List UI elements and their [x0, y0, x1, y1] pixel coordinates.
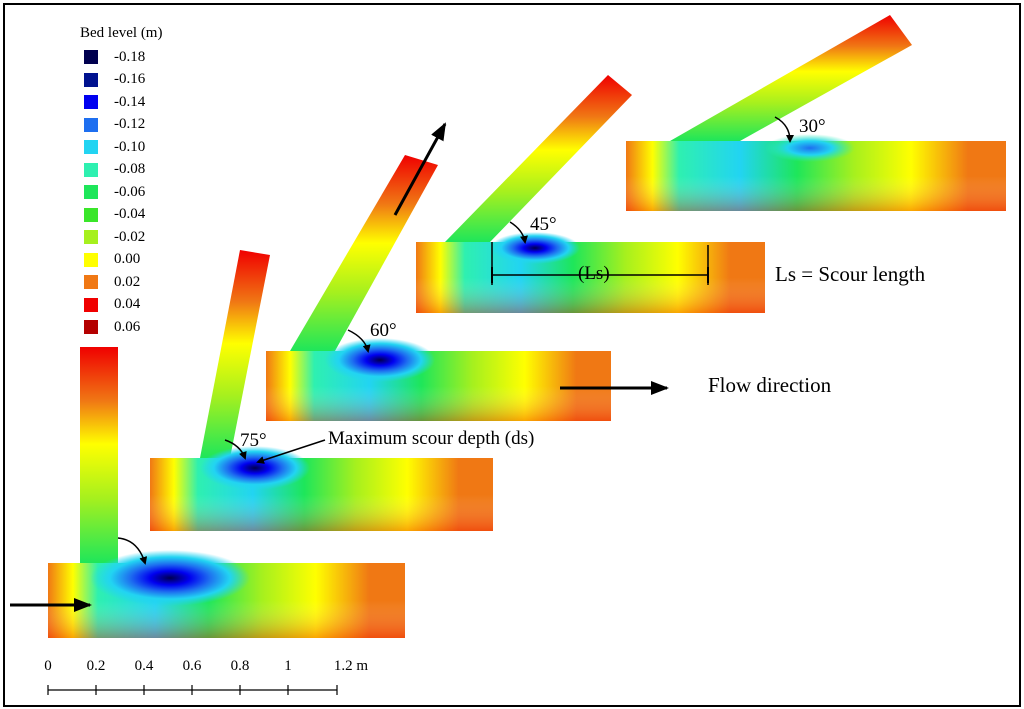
flow-direction-label: Flow direction: [708, 373, 832, 397]
legend-item: -0.06: [80, 181, 162, 204]
legend-label: 0.02: [114, 273, 141, 290]
scale-tick-label: 0.2: [86, 658, 106, 674]
legend-label: -0.06: [114, 183, 146, 200]
legend-item: -0.10: [80, 136, 162, 159]
scale-tick-label: 0: [44, 658, 52, 674]
angle-label-45: 45°: [530, 214, 557, 235]
legend-label: 0.00: [114, 251, 141, 268]
legend-swatch: [84, 275, 98, 290]
contour-90deg: [48, 347, 405, 638]
legend-item: 0.02: [80, 271, 162, 294]
legend-swatch: [84, 140, 98, 155]
legend-item: -0.12: [80, 114, 162, 137]
legend-swatch: [84, 162, 98, 177]
legend-title: Bed level (m): [80, 25, 163, 41]
legend-label: -0.18: [114, 48, 146, 65]
legend-label: -0.16: [114, 71, 146, 88]
branch-flow-arrow: [393, 122, 447, 216]
legend-item: 0.06: [80, 316, 162, 339]
scale-tick-label: 0.6: [182, 658, 202, 674]
angle-arc-30: [774, 116, 794, 143]
angle-arc-75: [224, 439, 247, 460]
scour-length-marker: (Ls): [578, 263, 610, 284]
legend-label: -0.08: [114, 161, 146, 178]
angle-arc-90: [117, 537, 148, 565]
legend-label: 0.04: [114, 296, 141, 313]
legend-label: -0.02: [114, 228, 146, 245]
legend-swatch: [84, 185, 98, 200]
legend-label: 0.06: [114, 318, 141, 335]
legend-item: -0.08: [80, 159, 162, 182]
contour-30deg: [626, 15, 1006, 211]
legend-swatch: [84, 230, 98, 245]
angle-arc-45: [509, 221, 528, 244]
scale-tick-label: 1: [284, 658, 292, 674]
bed-level-legend: Bed level (m) -0.18 -0.16 -0.14 -0.12 -0.10 -…: [80, 25, 162, 339]
legend-swatch: [84, 95, 98, 110]
scour-length-definition: Ls = Scour length: [775, 262, 926, 286]
scale-tick-label: 0.8: [230, 658, 250, 674]
legend-item: -0.02: [80, 226, 162, 249]
angle-label-75: 75°: [240, 430, 267, 451]
legend-swatch: [84, 50, 98, 65]
angle-arc-60: [347, 329, 371, 353]
legend-swatch: [84, 320, 98, 335]
legend-label: -0.10: [114, 138, 146, 155]
contour-75deg: [150, 250, 493, 531]
scale-bar: [47, 685, 338, 695]
legend-item: -0.18: [80, 46, 162, 69]
legend-label: -0.12: [114, 116, 146, 133]
legend-item: 0.00: [80, 249, 162, 272]
legend-swatch: [84, 117, 98, 132]
scale-tick-label: 1.2 m: [333, 658, 369, 674]
legend-swatch: [84, 207, 98, 222]
legend-swatch: [84, 252, 98, 267]
legend-item: -0.04: [80, 204, 162, 227]
contour-60deg: [266, 155, 611, 421]
legend-label: -0.14: [114, 93, 146, 110]
legend-item: 0.04: [80, 294, 162, 317]
angle-label-30: 30°: [799, 116, 826, 137]
scale-tick-label: 0.4: [134, 658, 154, 674]
legend-item: -0.14: [80, 91, 162, 114]
angle-label-60: 60°: [370, 320, 397, 341]
legend-swatch: [84, 297, 98, 312]
max-scour-depth-label: Maximum scour depth (ds): [328, 428, 535, 449]
legend-item: -0.16: [80, 69, 162, 92]
figure-frame: [3, 3, 1021, 707]
legend-label: -0.04: [114, 206, 146, 223]
max-scour-pointer: [256, 439, 326, 464]
legend-swatch: [84, 72, 98, 87]
